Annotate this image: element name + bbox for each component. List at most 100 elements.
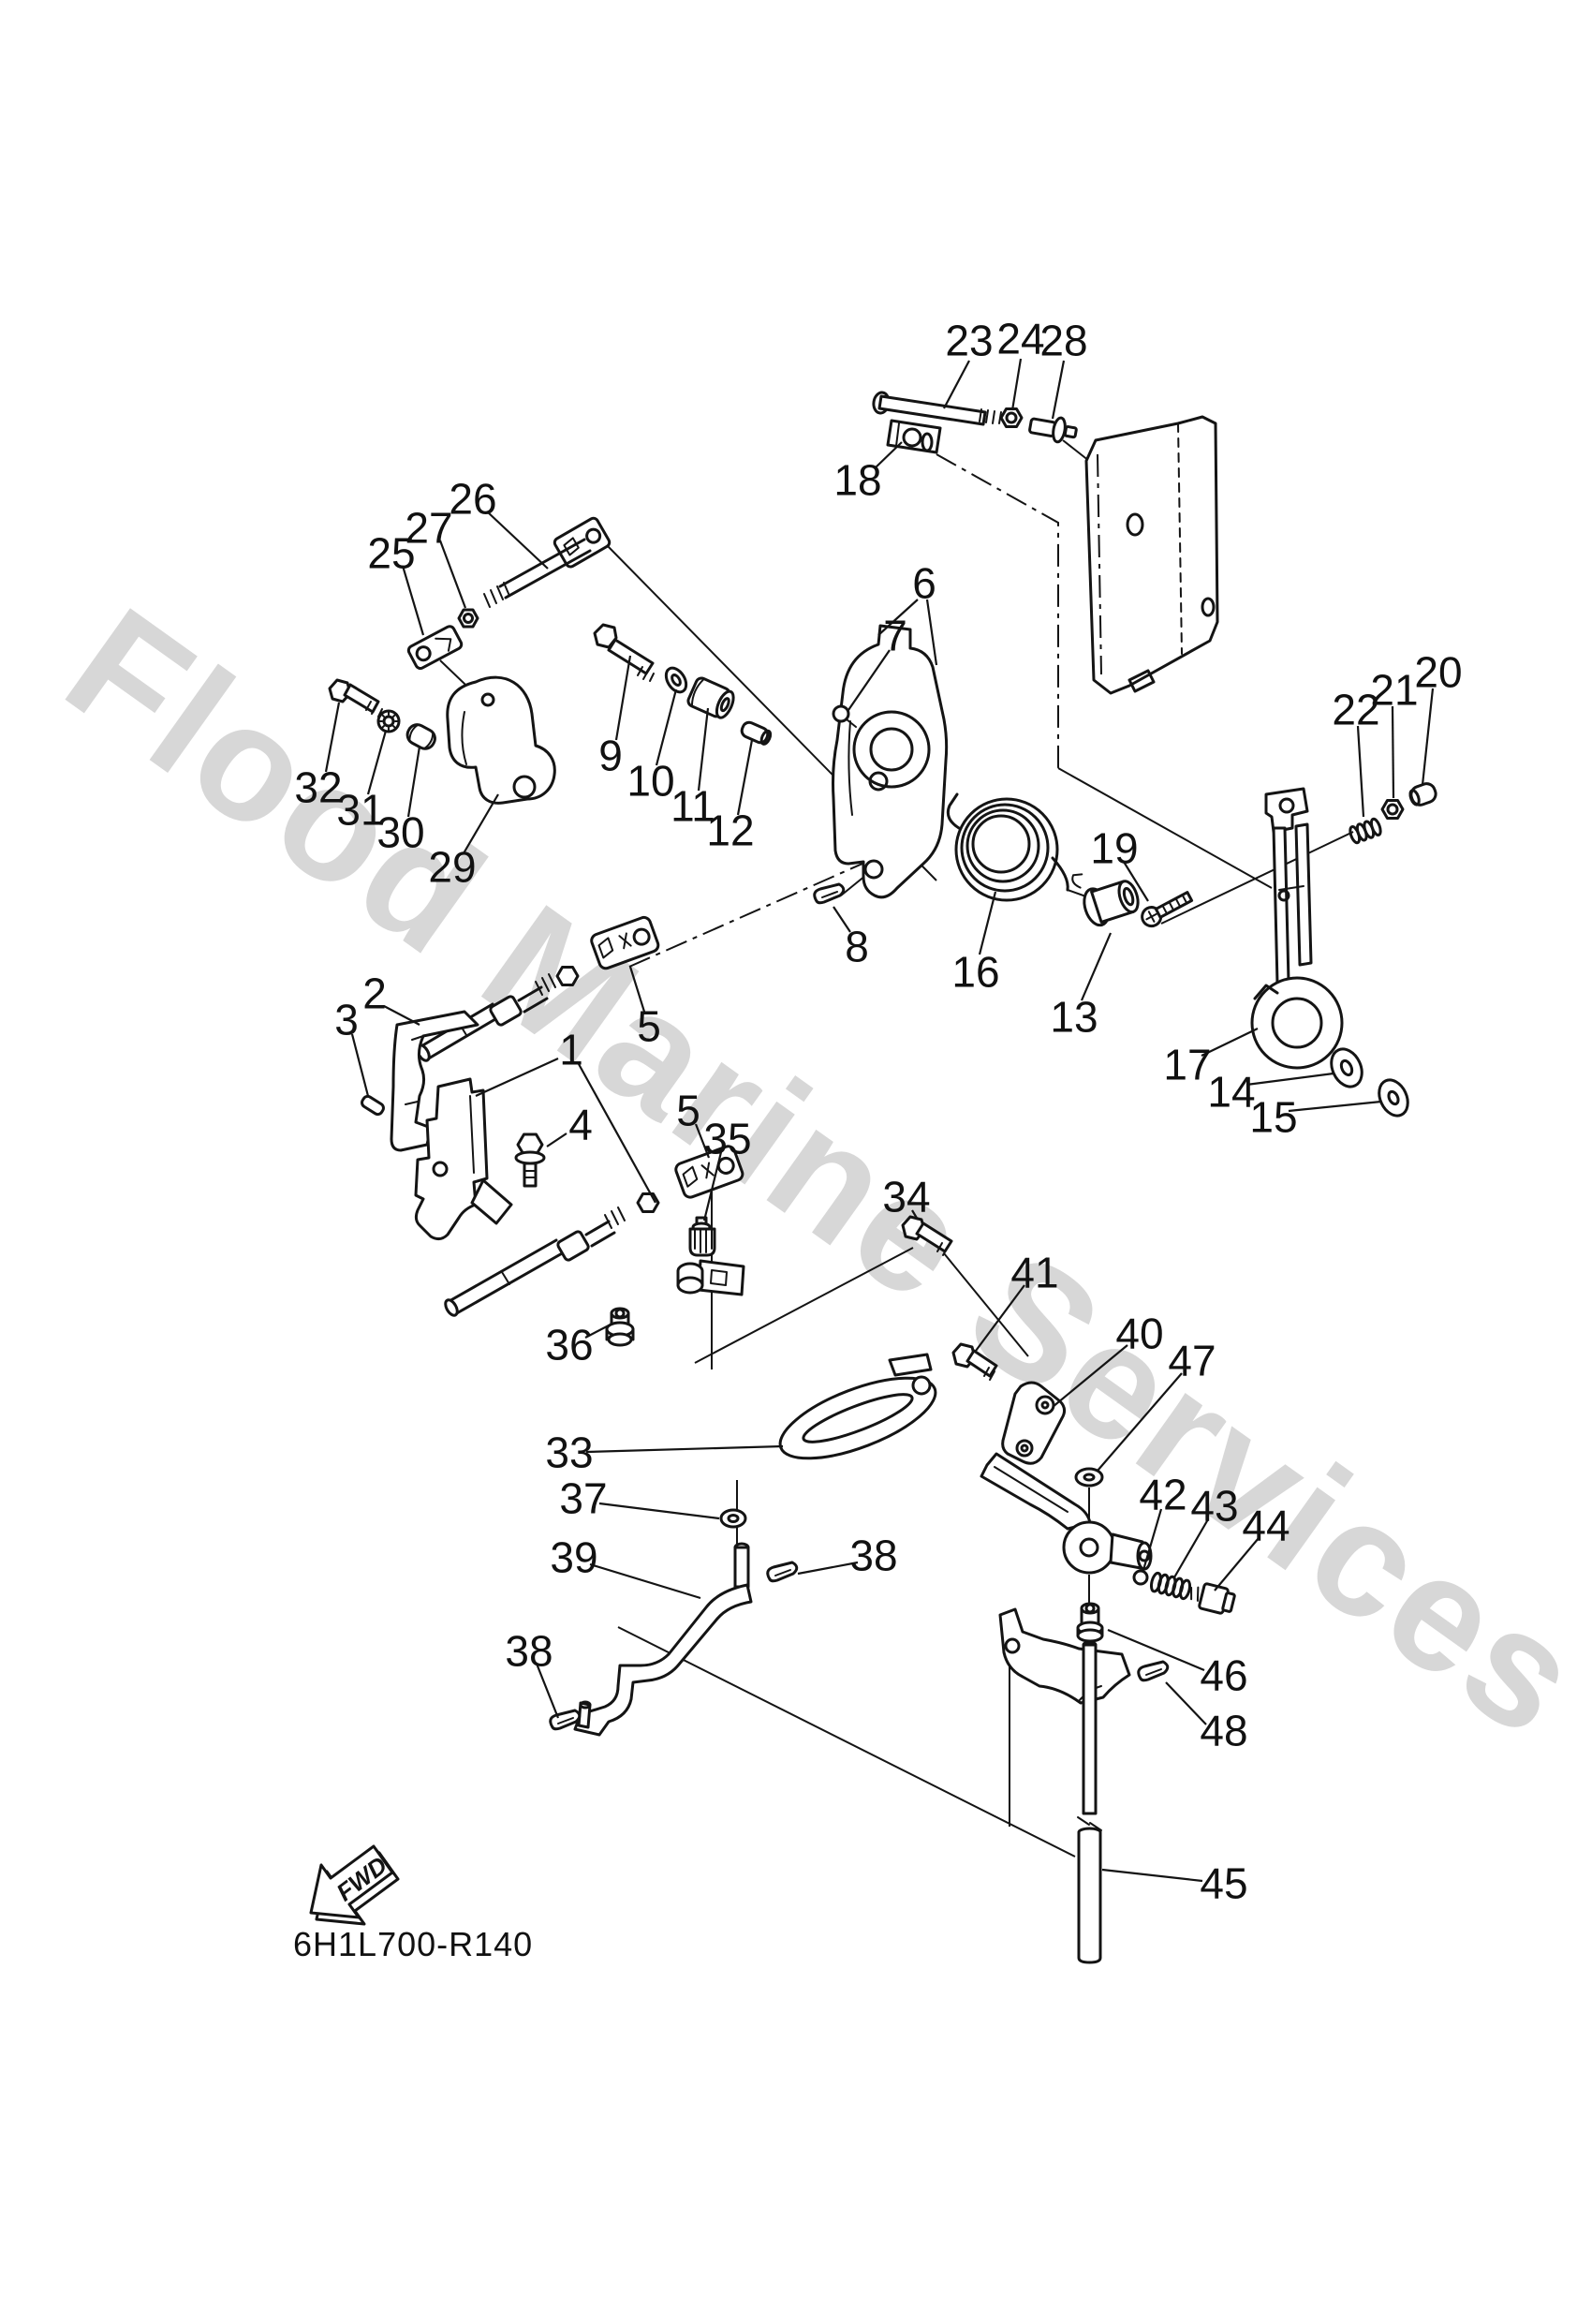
part-number-label: 38 bbox=[505, 1627, 553, 1676]
leader-line bbox=[438, 540, 467, 609]
joint-lever-33 bbox=[778, 1353, 937, 1460]
leader-line bbox=[1142, 1508, 1163, 1571]
bushing-13 bbox=[1071, 873, 1140, 927]
leader-line bbox=[628, 966, 646, 1013]
spring-43 bbox=[1149, 1571, 1192, 1601]
leader-line bbox=[1173, 1518, 1209, 1578]
fwd-arrow-icon: FWD bbox=[309, 1844, 400, 1926]
leader-line bbox=[736, 739, 754, 816]
part-number-label: 26 bbox=[449, 475, 496, 524]
leader-line bbox=[877, 599, 919, 636]
part-number-label: 32 bbox=[294, 763, 342, 812]
part-number-label: 46 bbox=[1200, 1651, 1247, 1700]
cable-clevis-5-upper bbox=[590, 915, 660, 970]
pin-3 bbox=[361, 1094, 385, 1117]
joint-link-25 bbox=[406, 625, 464, 671]
leader-line bbox=[1356, 725, 1365, 818]
leader-line bbox=[366, 730, 388, 795]
nut-24 bbox=[999, 407, 1024, 428]
leader-line bbox=[975, 1284, 1025, 1352]
part-number-label: 22 bbox=[1332, 686, 1379, 734]
leader-line bbox=[614, 655, 632, 741]
leader-line bbox=[1107, 1628, 1205, 1672]
cable-clevis-5-lower bbox=[674, 1145, 744, 1199]
throttle-cable-lower bbox=[444, 1192, 660, 1317]
leader-line bbox=[585, 1444, 784, 1454]
bolt-4 bbox=[514, 1132, 546, 1188]
leader-line bbox=[1245, 1072, 1334, 1087]
part-number-label: 15 bbox=[1249, 1093, 1297, 1142]
bolt-28 bbox=[1028, 416, 1078, 444]
coil-spring-16 bbox=[946, 792, 1069, 902]
leader-line bbox=[1080, 932, 1113, 1001]
diagram-part-code: 6H1L700-R140 bbox=[293, 1925, 533, 1963]
throttle-rod-23 bbox=[872, 391, 1008, 454]
leader-line bbox=[702, 1151, 723, 1221]
part-number-label: 34 bbox=[882, 1173, 930, 1221]
cable-adjuster-35 bbox=[688, 1216, 716, 1257]
grommet-36 bbox=[605, 1307, 635, 1347]
part-number-label: 1 bbox=[559, 1026, 583, 1074]
leader-line bbox=[1288, 1100, 1382, 1113]
leader-line bbox=[874, 441, 903, 469]
part-number-label: 27 bbox=[405, 504, 452, 553]
pin-12 bbox=[740, 720, 773, 746]
leader-line bbox=[978, 891, 997, 955]
leader-line bbox=[1421, 688, 1435, 786]
control-unit-box bbox=[1084, 415, 1219, 695]
bolt-32 bbox=[328, 678, 383, 718]
leader-line bbox=[1010, 358, 1023, 411]
leader-line bbox=[589, 1562, 701, 1600]
part-number-label: 10 bbox=[626, 757, 674, 806]
part-number-label: 3 bbox=[334, 996, 359, 1044]
nut-27 bbox=[457, 608, 479, 629]
part-number-label: 14 bbox=[1207, 1068, 1255, 1117]
bolt-41 bbox=[951, 1342, 998, 1381]
lock-washer-31 bbox=[376, 709, 401, 733]
part-number-label: 25 bbox=[367, 529, 415, 578]
part-number-label: 8 bbox=[845, 923, 869, 971]
leader-line bbox=[1101, 1868, 1203, 1883]
part-number-label: 16 bbox=[951, 948, 999, 997]
part-number-label: 42 bbox=[1139, 1471, 1186, 1519]
washer-10 bbox=[664, 666, 688, 694]
leader-line bbox=[1097, 1372, 1183, 1472]
bolt-34 bbox=[901, 1215, 953, 1256]
spring-22 bbox=[1349, 817, 1382, 845]
cotter-pin-8 bbox=[813, 882, 846, 905]
leader-line bbox=[535, 1663, 560, 1719]
part-number-label: 21 bbox=[1370, 666, 1418, 715]
leader-line bbox=[406, 746, 421, 818]
leader-line bbox=[833, 906, 851, 933]
stopper-lever-2 bbox=[390, 1010, 479, 1152]
screw-plug-44 bbox=[1190, 1582, 1236, 1615]
leader-line bbox=[475, 1057, 559, 1098]
leader-line bbox=[925, 599, 938, 666]
part-number-label: 6 bbox=[912, 559, 936, 608]
part-number-label: 17 bbox=[1163, 1041, 1211, 1089]
part-number-label: 47 bbox=[1168, 1337, 1216, 1385]
washer-47 bbox=[1074, 1467, 1104, 1488]
leader-line bbox=[1123, 861, 1149, 902]
part-number-label: 24 bbox=[996, 315, 1044, 363]
part-number-label: 4 bbox=[568, 1101, 593, 1149]
leader-line bbox=[847, 649, 891, 711]
leader-line bbox=[797, 1561, 859, 1576]
part-number-label: 48 bbox=[1200, 1707, 1247, 1755]
screw-7 bbox=[832, 704, 857, 728]
cotter-pin-48 bbox=[1137, 1660, 1170, 1682]
screw-19 bbox=[1141, 891, 1194, 928]
part-number-label: 5 bbox=[637, 1002, 661, 1051]
leader-line bbox=[1052, 1344, 1128, 1408]
leader-line bbox=[578, 1063, 656, 1204]
link-rod-39 bbox=[573, 1542, 753, 1737]
bushing-46 bbox=[1076, 1602, 1104, 1643]
part-number-label: 7 bbox=[883, 612, 907, 660]
part-number-label: 11 bbox=[671, 782, 715, 831]
leader-line bbox=[911, 1209, 919, 1221]
part-number-label: 37 bbox=[559, 1474, 607, 1523]
leader-line bbox=[486, 511, 549, 570]
leader-line bbox=[383, 1005, 420, 1026]
